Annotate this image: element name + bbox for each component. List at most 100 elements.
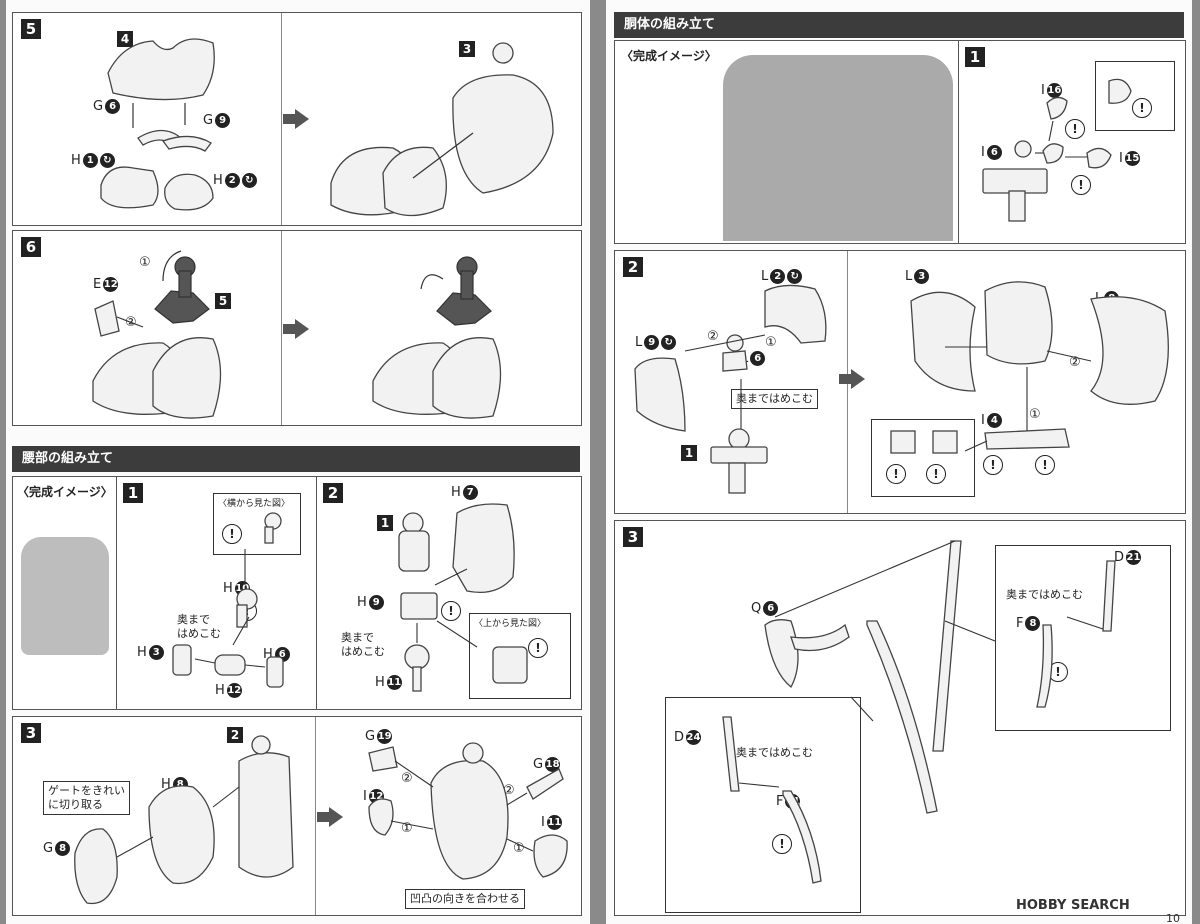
order-1-label: ①	[1029, 407, 1041, 422]
step-number: 6	[21, 237, 41, 257]
press-fully-label: 奥まではめこむ	[1006, 588, 1083, 601]
next-arrow-icon	[283, 109, 309, 129]
order-1-label: ①	[139, 255, 151, 270]
caution-icon: !	[926, 464, 946, 484]
part-2-label: 2	[227, 727, 243, 743]
waist-photo	[21, 537, 109, 655]
caution-icon: !	[886, 464, 906, 484]
step-number: 1	[965, 47, 985, 67]
detail-callout: !	[1095, 61, 1175, 131]
part-5-label: 5	[215, 293, 231, 309]
divider	[281, 231, 282, 425]
section-header-torso: 胴体の組み立て	[614, 12, 1184, 38]
step-number: 3	[623, 527, 643, 547]
step-5-drawing	[100, 38, 554, 217]
runner-arrow-icon: ↻	[241, 173, 257, 188]
order-2-label: ②	[503, 783, 515, 798]
runner-arrow-icon: ↻	[661, 335, 677, 350]
torso-step-2-drawing	[634, 281, 1169, 494]
completed-image-caption: 〈完成イメージ〉	[621, 49, 717, 63]
divider	[281, 13, 282, 225]
torso-step-3-panel: 3 Q6 D21 奥まではめこむ F8 ! D24 奥まではめこむ F11 !	[614, 520, 1186, 916]
waist-step-1-panel: 1 〈横から見た図〉 ! H10 ! 奥まで はめこむ H3 H6 H12	[116, 476, 318, 710]
part-1-label: 1	[681, 445, 697, 461]
caution-icon: !	[772, 834, 792, 854]
torso-step-3-drawing	[722, 540, 1116, 884]
page-number: 10	[1166, 912, 1180, 924]
caution-icon: !	[528, 638, 548, 658]
step-6-drawing	[92, 250, 502, 419]
cut-gate-callout: ゲートをきれい に切り取る	[43, 781, 130, 815]
waist-step-2-drawing	[398, 503, 528, 692]
torso-step-1-drawing	[982, 78, 1132, 222]
order-2-label: ②	[1069, 355, 1081, 370]
caution-icon: !	[1071, 175, 1091, 195]
next-arrow-icon	[283, 319, 309, 339]
runner-arrow-icon: ↻	[787, 269, 803, 284]
waist-step-3-drawing	[74, 735, 568, 905]
side-view-label: 〈横から見た図〉	[218, 499, 291, 509]
press-fully-label: 奥まではめこむ	[736, 746, 813, 759]
caution-icon: !	[983, 455, 1003, 475]
step-number: 2	[623, 257, 643, 277]
align-notches-callout: 凹凸の向きを合わせる	[405, 889, 525, 909]
next-arrow-icon	[839, 369, 865, 389]
divider	[315, 717, 316, 915]
order-2-label: ②	[401, 771, 413, 786]
detail-callout-d24: D24 奥まではめこむ F11 !	[665, 697, 861, 913]
caution-icon: !	[222, 524, 242, 544]
caution-icon: !	[441, 601, 461, 621]
step-number: 2	[323, 483, 343, 503]
runner-arrow-icon: ↻	[99, 153, 115, 168]
completed-image-caption: 〈完成イメージ〉	[17, 485, 113, 499]
step-number: 3	[21, 723, 41, 743]
order-1-label: ①	[513, 841, 525, 856]
waist-image-panel: 〈完成イメージ〉	[12, 476, 118, 710]
part-4-label: 4	[117, 31, 133, 47]
order-1-label: ①	[401, 821, 413, 836]
caution-icon: !	[1132, 98, 1152, 118]
order-2-label: ②	[707, 329, 719, 344]
step-number: 1	[123, 483, 143, 503]
hobby-search-watermark: HOBBY SEARCH	[1016, 898, 1130, 913]
next-arrow-icon	[317, 807, 343, 827]
order-1-label: ①	[765, 335, 777, 350]
part-1-label: 1	[377, 515, 393, 531]
torso-photo	[723, 55, 953, 241]
press-fully-callout: 奥まではめこむ	[731, 389, 818, 409]
side-view-callout: 〈横から見た図〉 !	[213, 493, 301, 555]
top-view-label: 〈上から見た図〉	[474, 619, 547, 629]
waist-step-1-drawing	[172, 512, 284, 688]
part-3-label: 3	[459, 41, 475, 57]
press-fully-callout: 奥まで はめこむ	[341, 631, 385, 658]
